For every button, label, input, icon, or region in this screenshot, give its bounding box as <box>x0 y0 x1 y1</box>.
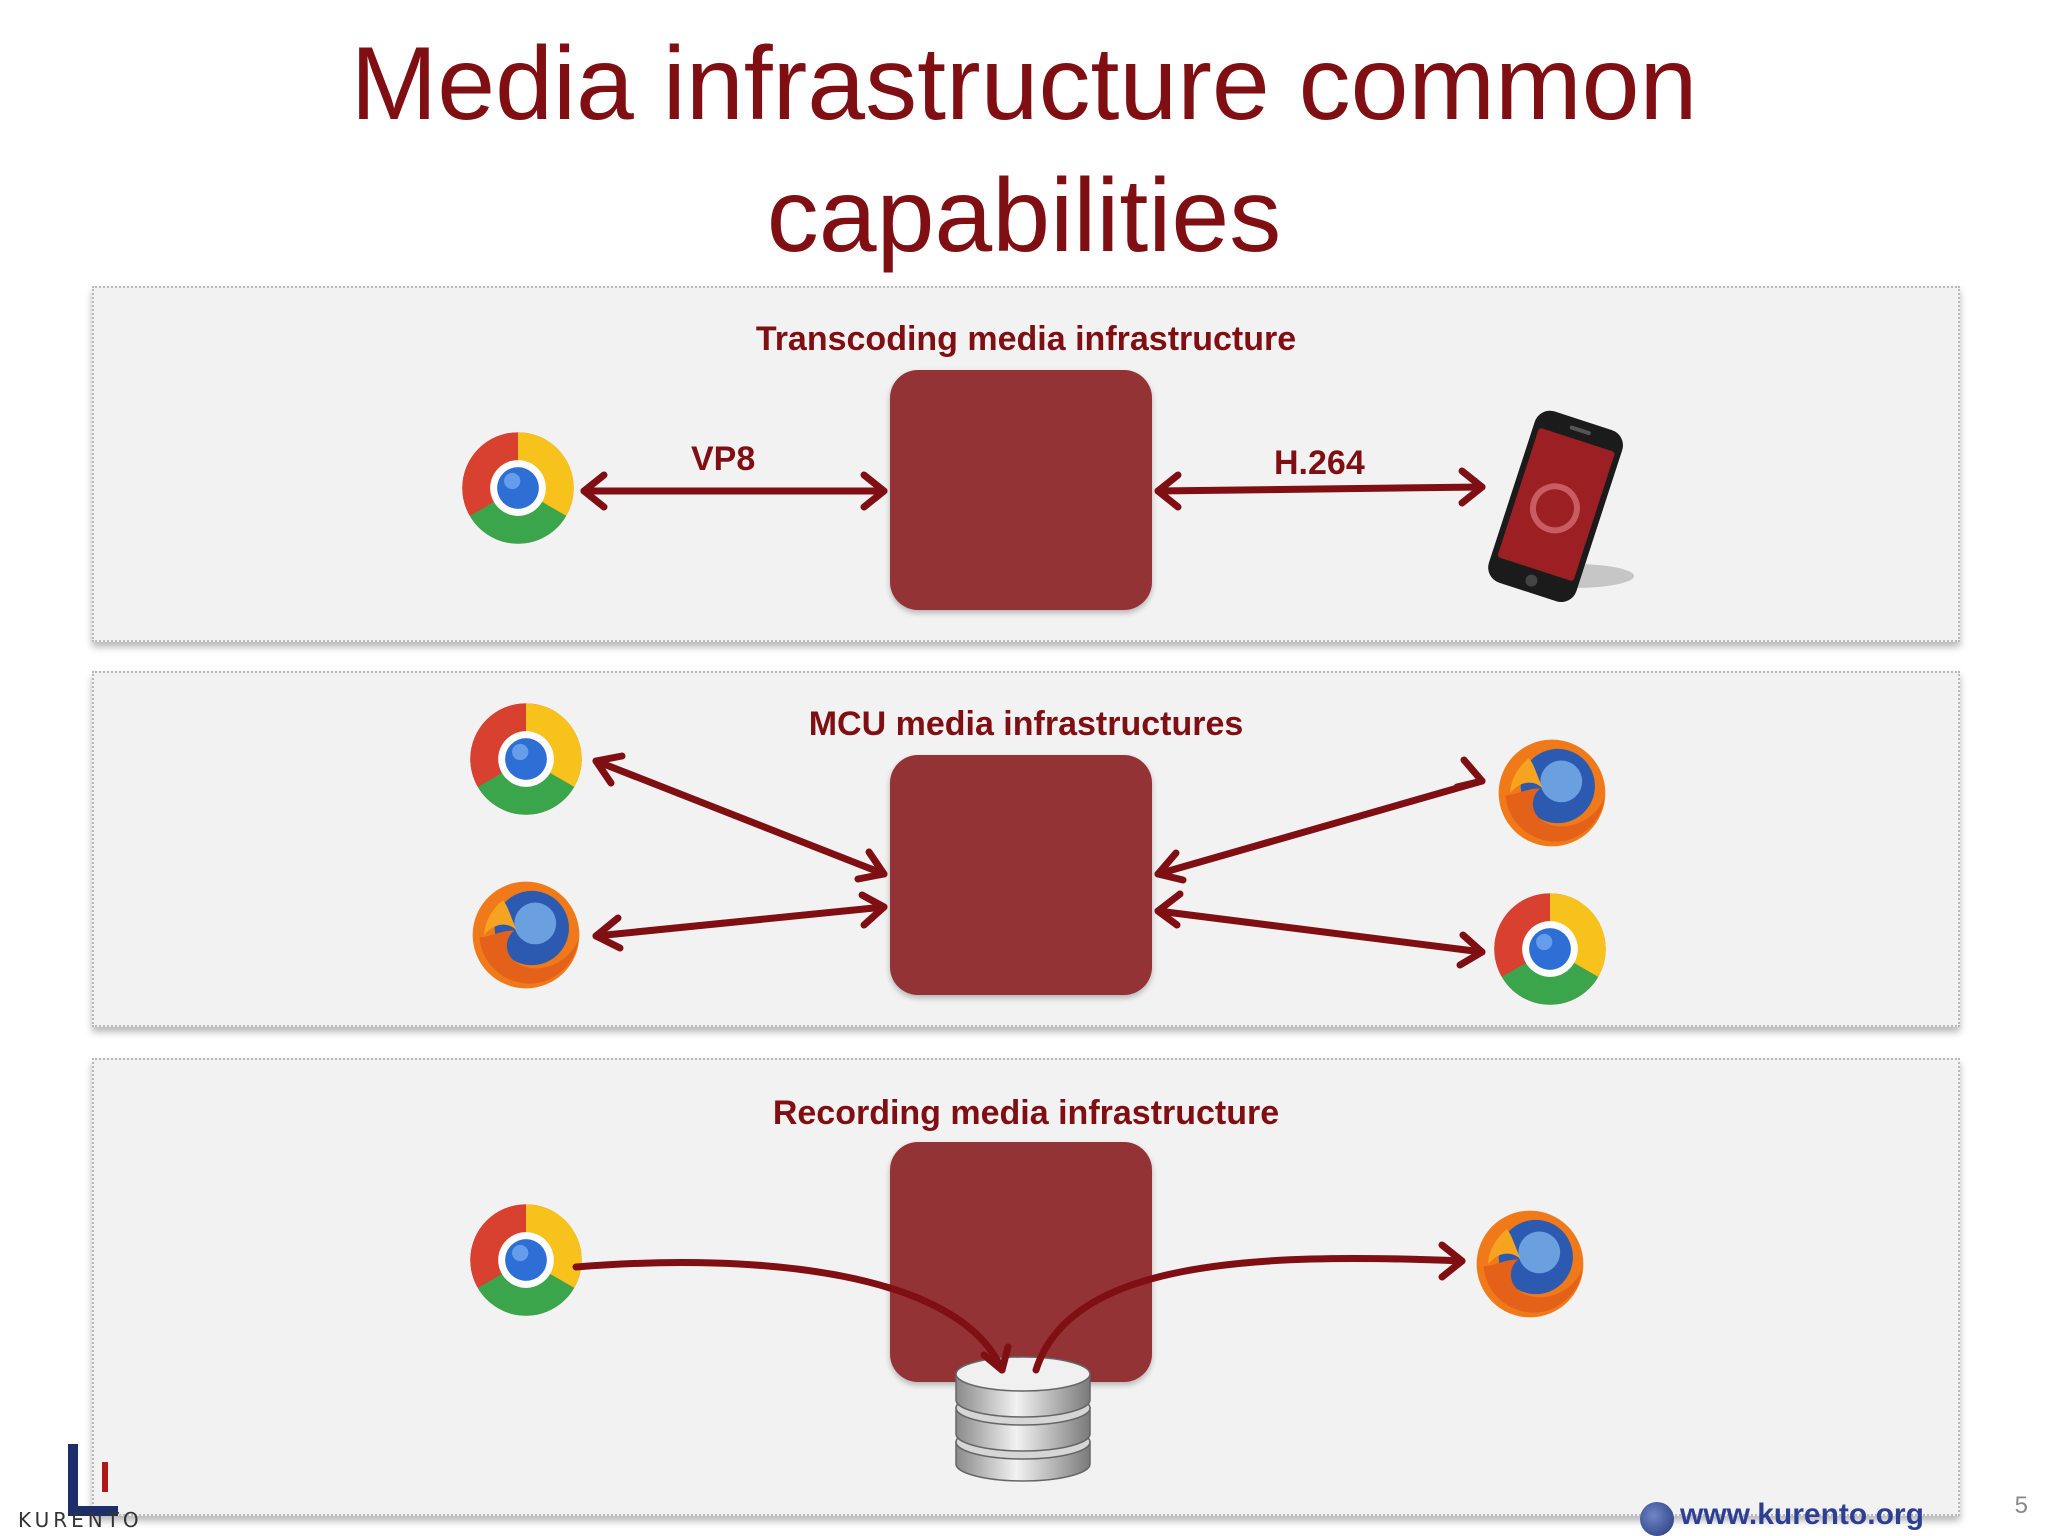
footer-url[interactable]: www.kurento.org <box>1640 1494 1940 1536</box>
slide-title-line-1: Media infrastructure common <box>350 26 1698 142</box>
kurento-logo-mark <box>68 1444 118 1516</box>
transcoding-panel: Transcoding media infrastructure VP8 H.2… <box>92 286 1960 642</box>
mcu-arrow-chrome-top-left <box>592 752 888 883</box>
database-icon <box>948 1330 1098 1490</box>
mcu-arrow-firefox-top-right <box>1154 756 1486 884</box>
recording-panel: Recording media infrastructure <box>92 1058 1960 1516</box>
mcu-panel-heading: MCU media infrastructures <box>808 705 1244 743</box>
smartphone-icon <box>1464 408 1644 608</box>
globe-icon <box>1640 1502 1674 1536</box>
mcu-media-server-box <box>890 755 1152 995</box>
mcu-arrow-chrome-bottom-right <box>1154 890 1486 969</box>
recording-media-server-box <box>890 1142 1152 1382</box>
recording-arrow-from-storage <box>1032 1241 1466 1374</box>
transcoding-panel-heading: Transcoding media infrastructure <box>755 320 1297 358</box>
h264-label: H.264 <box>1274 444 1365 482</box>
recording-arrow-to-storage <box>572 1259 1012 1374</box>
mcu-arrow-firefox-bottom-left <box>592 891 888 952</box>
slide-number: 5 <box>2014 1492 2028 1519</box>
vp8-label: VP8 <box>691 440 756 478</box>
slide-title: Media infrastructure common capabilities <box>0 18 2048 282</box>
transcoding-media-server-box <box>890 370 1152 610</box>
vp8-arrow <box>580 471 888 511</box>
recording-panel-heading: Recording media infrastructure <box>772 1094 1280 1132</box>
kurento-logo: KURENTO <box>18 1440 188 1532</box>
slide-title-line-2: capabilities <box>766 158 1282 274</box>
kurento-logo-text: KURENTO <box>18 1508 143 1532</box>
footer-url-text[interactable]: www.kurento.org <box>1680 1498 1924 1531</box>
h264-arrow <box>1154 467 1486 511</box>
mcu-panel: MCU media infrastructures <box>92 671 1960 1027</box>
